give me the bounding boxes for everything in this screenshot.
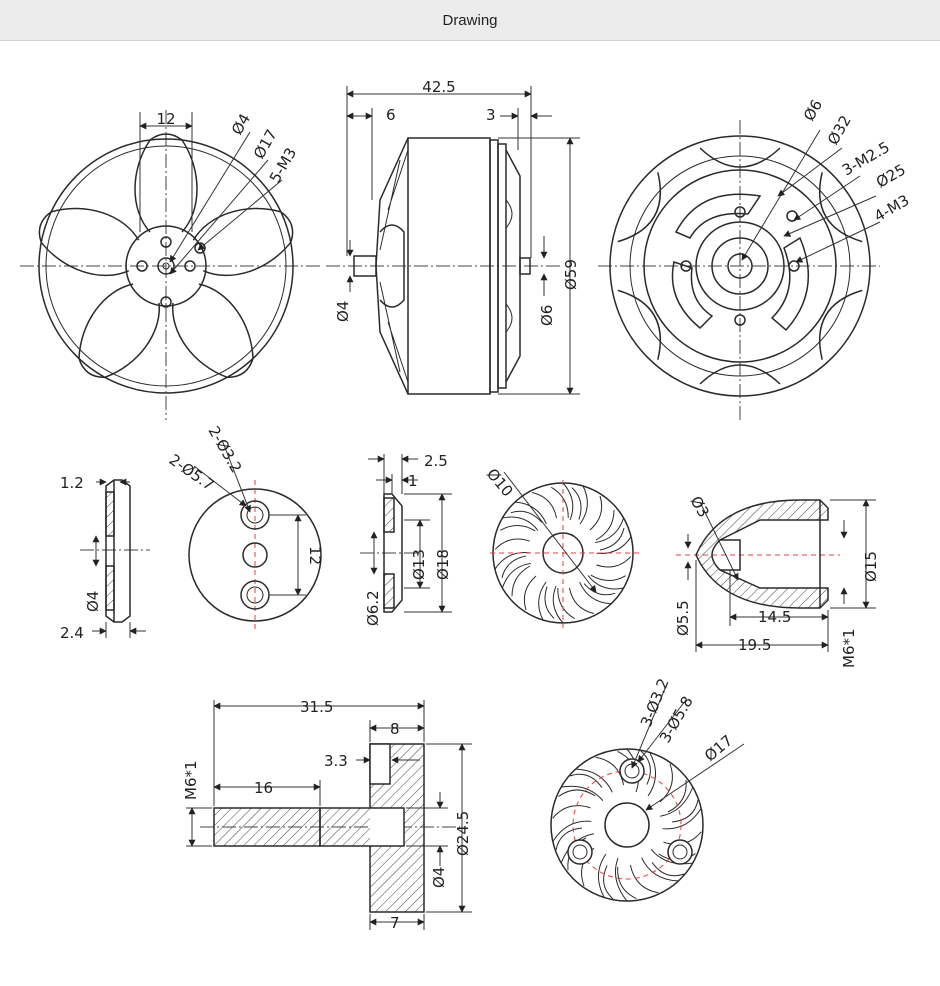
side-dim-3: 3 [486, 106, 496, 124]
window-header: Drawing [0, 0, 940, 41]
knurled-disc-view: Ø10 [471, 464, 655, 642]
back-dim-d6: Ø6 [800, 97, 826, 124]
plate-dim-h57: 2-Ø5.7 [166, 451, 218, 495]
shaft-dim-d4: Ø4 [430, 867, 448, 888]
cap-dim-d6-2: Ø6.2 [364, 590, 382, 626]
front-dim-d4: Ø4 [228, 111, 254, 138]
washer-dim-2-4: 2.4 [60, 624, 84, 642]
shaft-view: 31.5 8 3.3 M6*1 16 Ø24.5 Ø4 7 [182, 698, 472, 932]
spinner-dim-d3: Ø3 [687, 493, 713, 520]
front-dim-d17: Ø17 [250, 126, 281, 162]
shaft-dim-31-5: 31.5 [300, 698, 333, 716]
shaft-dim-m6: M6*1 [182, 760, 200, 800]
spinner-dim-14-5: 14.5 [758, 608, 791, 626]
side-dim-42-5: 42.5 [422, 78, 455, 96]
front-dim-12: 12 [156, 110, 175, 128]
side-dim-d6: Ø6 [538, 305, 556, 326]
washer-dim-d4: Ø4 [84, 591, 102, 612]
shaft-dim-d24-5: Ø24.5 [454, 811, 472, 856]
plate-dim-h32: 2-Ø3.2 [205, 423, 246, 476]
cap-dim-2-5: 2.5 [424, 452, 448, 470]
disc-dim-d10: Ø10 [483, 465, 517, 500]
spinner-dim-19-5: 19.5 [738, 636, 771, 654]
side-dim-6: 6 [386, 106, 396, 124]
side-dim-d59: Ø59 [562, 259, 580, 290]
front-view: 12 Ø4 Ø17 5-M3 [20, 110, 320, 420]
shaft-dim-7: 7 [390, 914, 400, 932]
spinner-dim-m6: M6*1 [840, 628, 858, 668]
cap-dim-d18: Ø18 [434, 549, 452, 580]
back-view: Ø6 Ø32 3-M2.5 Ø25 4-M3 [598, 97, 912, 420]
plate-view: 12 2-Ø3.2 2-Ø5.7 [166, 423, 324, 630]
spinner-dim-d15: Ø15 [862, 551, 880, 582]
washer-view: 1.2 Ø4 2.4 [60, 474, 150, 642]
side-view: 42.5 6 3 Ø59 Ø4 Ø6 [326, 78, 580, 395]
shaft-dim-8: 8 [390, 720, 400, 738]
plate-dim-12: 12 [306, 546, 324, 565]
cap-dim-d13: Ø13 [410, 549, 428, 580]
technical-drawing: 12 Ø4 Ø17 5-M3 42.5 6 3 Ø59 [20, 78, 912, 932]
back-dim-d25: Ø25 [873, 160, 909, 191]
shaft-dim-3-3: 3.3 [324, 752, 348, 770]
spinner-dim-d5-5: Ø5.5 [674, 600, 692, 636]
shaft-dim-16: 16 [254, 779, 273, 797]
adapter-dim-d17: Ø17 [701, 731, 736, 765]
cap-dim-1: 1 [408, 472, 418, 490]
adapter-plate-view: 3-Ø3.2 3-Ø5.8 Ø17 [525, 676, 745, 925]
side-dim-d4: Ø4 [334, 301, 352, 322]
cap-view: 2.5 1 Ø6.2 Ø13 Ø18 [360, 452, 452, 626]
back-dim-m3: 4-M3 [871, 191, 912, 225]
spinner-view: Ø3 Ø15 M6*1 Ø5.5 14.5 19.5 [674, 493, 880, 668]
window-title: Drawing [442, 11, 498, 29]
back-dim-d32: Ø32 [824, 112, 855, 148]
washer-dim-1-2: 1.2 [60, 474, 84, 492]
